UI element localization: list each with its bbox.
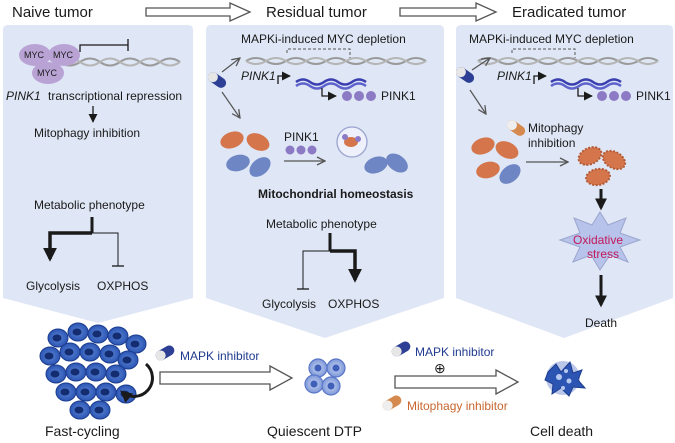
tumor-cell-nucleus [92,330,102,338]
pink1-protein-label-p3: PINK1 [636,89,671,103]
arrow-capsule-to-dna-p2 [221,58,240,73]
mitophagy-inhibitor-label: Mitophagy inhibitor [407,399,508,413]
combination-plus-icon: ⊕ [434,360,446,376]
metabolic-branch-p2 [297,233,362,290]
cell-cycle-arrow [120,362,154,403]
oxidative-label: Oxidative [573,233,623,247]
stage-title-naive: Naive tumor [12,4,93,21]
metabolic-phenotype-label-p1: Metabolic phenotype [34,198,145,212]
mitophagy-label-p3: Mitophagy [528,121,583,135]
panel-residual [206,25,444,338]
fast-cycling-cell-cluster [39,322,147,420]
death-label: Death [585,316,617,330]
myc-label-3: MYC [37,68,58,78]
dashed-bracket-p2 [286,48,351,58]
stage-title-eradicated: Eradicated tumor [512,4,626,21]
pink1-protein-dots-p3 [597,91,631,101]
tumor-cell-nucleus [84,348,94,356]
mapki-myc-depletion-label-p3: MAPKi-induced MYC depletion [469,32,634,46]
myc-complex: MYC MYC MYC [19,44,80,84]
glycolysis-label-p1: Glycolysis [26,279,80,293]
translation-arrow-p2 [321,88,337,101]
damaged-mitochondria-p3 [577,146,627,187]
panel-eradicated [456,25,673,338]
tumor-cell-nucleus [100,388,110,396]
tumor-cell-nucleus [112,332,122,340]
tumor-cell-nucleus [90,368,100,376]
tumor-cell-nucleus [122,356,132,364]
inhibition-label-p3: inhibition [528,136,575,150]
pink1-mrna-p3 [550,78,622,90]
drug-capsule-p2 [207,72,227,88]
pink1-label-p2: PINK1 [284,130,319,144]
translation-arrow-p3 [577,88,593,101]
transcription-arrow-p3 [533,71,547,84]
metabolic-branch-p1 [43,217,124,267]
tumor-cell-nucleus [70,368,80,376]
dna-strand-p3 [477,57,659,65]
oxidative-stress-burst [558,211,642,271]
arrow-capsule-to-mito-p2 [221,91,240,118]
tumor-cell-nucleus [52,334,62,342]
stage-title-residual: Residual tumor [266,4,367,21]
tumor-cell-nucleus [44,352,54,360]
pink1-repression-text: PINK1 transcriptional repression [6,89,182,103]
quiescent-dtp-cells [304,358,346,396]
tumor-cell-nucleus [60,388,70,396]
tumor-cell-nucleus [80,388,90,396]
myc-repression-tee [79,39,129,52]
tumor-cell-nucleus [50,370,60,378]
metabolic-phenotype-label-p2: Metabolic phenotype [266,217,377,231]
pink1-dots-p2 [285,145,317,155]
tumor-cell-nucleus [104,350,114,358]
transcription-arrow-p2 [277,71,291,84]
pink1-gene-label-p2: PINK1 [241,69,276,83]
tumor-cell-nucleus [72,328,82,336]
mapk-inhibitor-capsule-2 [391,341,411,357]
stage-arrow-1 [145,1,252,23]
pink1-protein-label-p2: PINK1 [381,89,416,103]
tumor-cell-nucleus [64,348,74,356]
oxphos-label-p1: OXPHOS [97,279,148,293]
myc-label-1: MYC [24,50,45,60]
mitophagy-inhibition-label: Mitophagy inhibition [34,126,140,140]
stress-label: stress [587,247,619,261]
cell-death-label: Cell death [530,423,593,439]
repression-label: transcriptional repression [48,89,182,103]
quiescent-dtp-label: Quiescent DTP [267,423,362,439]
arrow-dtp-to-death [394,368,520,396]
myc-label-2: MYC [53,50,74,60]
pink1-gene-label: PINK1 [6,89,41,103]
tumor-cell-nucleus [74,406,84,414]
stage-arrow-2 [399,1,498,23]
glycolysis-label-p2: Glycolysis [262,297,316,311]
drug-capsule-p3 [455,67,475,83]
mitochondria-right-p2 [364,153,408,174]
mitophagosome-p2 [336,126,368,158]
pink1-gene-label-p3: PINK1 [497,69,532,83]
arrow-fast-to-dtp [159,364,294,392]
tumor-cell-nucleus [94,406,104,414]
mitochondrial-homeostasis-label: Mitochondrial homeostasis [258,187,414,201]
pink1-protein-dots-p2 [342,91,376,101]
pink1-mrna-p2 [295,78,367,90]
mapk-inhibitor-label-2: MAPK inhibitor [415,345,494,359]
mapk-inhibitor-label-1: MAPK inhibitor [180,349,259,363]
dna-strand-p2 [245,57,427,65]
tumor-cell-nucleus [110,370,120,378]
tumor-cell-nucleus [130,340,140,348]
arrow-capsule-to-dna-p3 [471,58,490,71]
fast-cycling-label: Fast-cycling [45,423,120,439]
mapk-inhibitor-capsule-1 [155,345,175,361]
arrow-capsule-to-mito-p3 [469,89,486,114]
mitophagy-inhibitor-capsule-p3 [506,120,526,136]
mitochondria-cluster-p2 [220,131,271,177]
mitochondria-cluster-p3 [471,137,521,184]
dashed-bracket-p3 [511,48,576,58]
oxphos-label-p2: OXPHOS [328,297,379,311]
dead-cell-debris [544,360,587,397]
mitophagy-inhibitor-capsule [382,395,402,411]
mapki-myc-depletion-label-p2: MAPKi-induced MYC depletion [241,32,406,46]
